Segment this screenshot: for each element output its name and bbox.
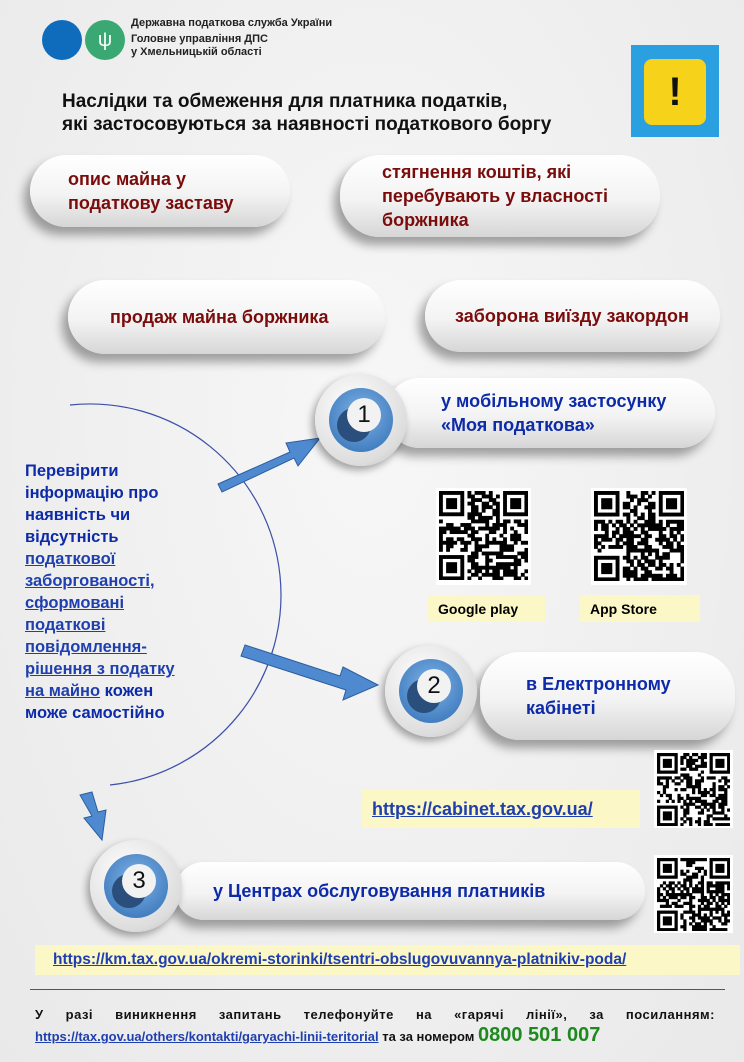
qr-code-google-play[interactable] bbox=[436, 488, 531, 585]
qr-code-app-store[interactable] bbox=[591, 488, 687, 585]
cabinet-url-box: https://cabinet.tax.gov.ua/ bbox=[362, 790, 640, 828]
arrow-to-option-3 bbox=[79, 791, 107, 842]
bracket-arc bbox=[69, 403, 282, 786]
org-department: Головне управління ДПС bbox=[131, 33, 268, 45]
app-store-label[interactable]: App Store bbox=[580, 595, 700, 622]
step-number-2: 2 bbox=[385, 645, 477, 737]
step-number-3: 3 bbox=[90, 840, 182, 932]
qr-code-cabinet[interactable] bbox=[654, 750, 733, 828]
hotline-phone: 0800 501 007 bbox=[477, 1024, 601, 1046]
calendar-alert-icon: ! bbox=[631, 45, 719, 137]
qr-code-centers[interactable] bbox=[654, 855, 733, 933]
trident-icon: ψ bbox=[85, 20, 125, 60]
footer-divider bbox=[30, 989, 725, 990]
option-service-centers: у Центрах обслуговування платників bbox=[175, 862, 645, 920]
centers-url-box: https://km.tax.gov.ua/okremi-storinki/ts… bbox=[35, 945, 740, 975]
org-name: Державна податкова служба України bbox=[131, 17, 333, 29]
step-number-1: 1 bbox=[315, 374, 407, 466]
hotline-link[interactable]: https://tax.gov.ua/others/kontakti/garya… bbox=[35, 1029, 379, 1044]
footer: У разі виникнення запитань телефонуйте н… bbox=[35, 1007, 715, 1046]
arrow-to-option-1 bbox=[217, 437, 322, 493]
page-title: Наслідки та обмеження для платника подат… bbox=[62, 91, 552, 135]
google-play-label[interactable]: Google play bbox=[428, 595, 545, 622]
centers-link[interactable]: https://km.tax.gov.ua/okremi-storinki/ts… bbox=[53, 951, 627, 968]
cabinet-link[interactable]: https://cabinet.tax.gov.ua/ bbox=[372, 798, 593, 819]
logo-blue-circle bbox=[42, 20, 82, 60]
arrow-to-option-2 bbox=[240, 644, 380, 701]
org-region: у Хмельницькій області bbox=[131, 46, 262, 58]
option-mobile-app: у мобільному застосунку«Моя податкова» bbox=[385, 378, 715, 448]
logo: ψ bbox=[42, 20, 132, 60]
footer-text: У разі виникнення запитань телефонуйте н… bbox=[35, 1007, 715, 1022]
consequence-travel-ban: заборона виїзду закордон bbox=[425, 280, 720, 352]
consequence-property-sale: продаж майна боржника bbox=[68, 280, 385, 354]
